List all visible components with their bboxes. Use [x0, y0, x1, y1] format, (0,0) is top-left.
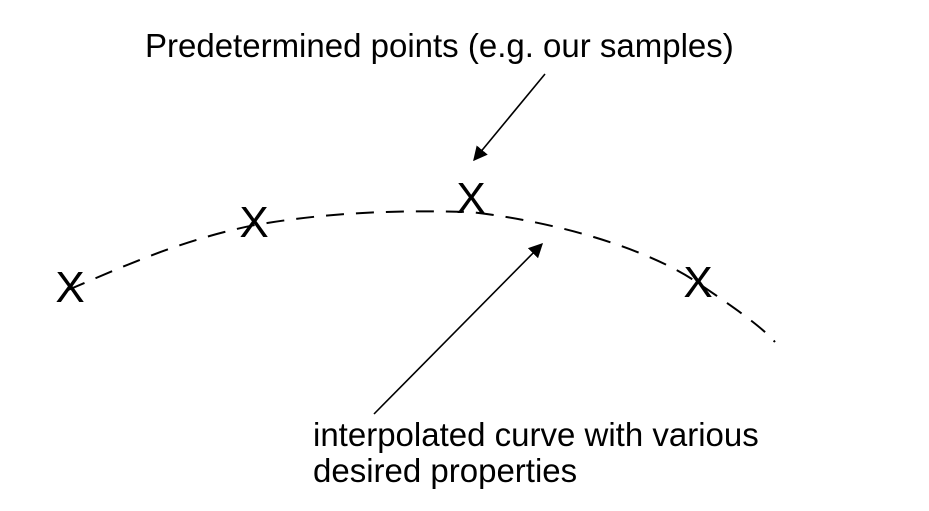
points-arrow [473, 73, 546, 162]
sample-point-marker: X [55, 263, 85, 312]
sample-point-marker: X [683, 258, 713, 307]
interpolated-curve [67, 210, 776, 343]
sample-point-marker: X [456, 174, 486, 223]
curve-annotation-label: interpolated curve with various desired … [313, 417, 759, 489]
points-annotation-label: Predetermined points (e.g. our samples) [145, 27, 734, 64]
curve-annotation-line-1: interpolated curve with various [313, 416, 759, 453]
curve-annotation-line-2: desired properties [313, 452, 578, 489]
sample-point-marker: X [239, 198, 269, 247]
curve-arrow [373, 242, 544, 415]
